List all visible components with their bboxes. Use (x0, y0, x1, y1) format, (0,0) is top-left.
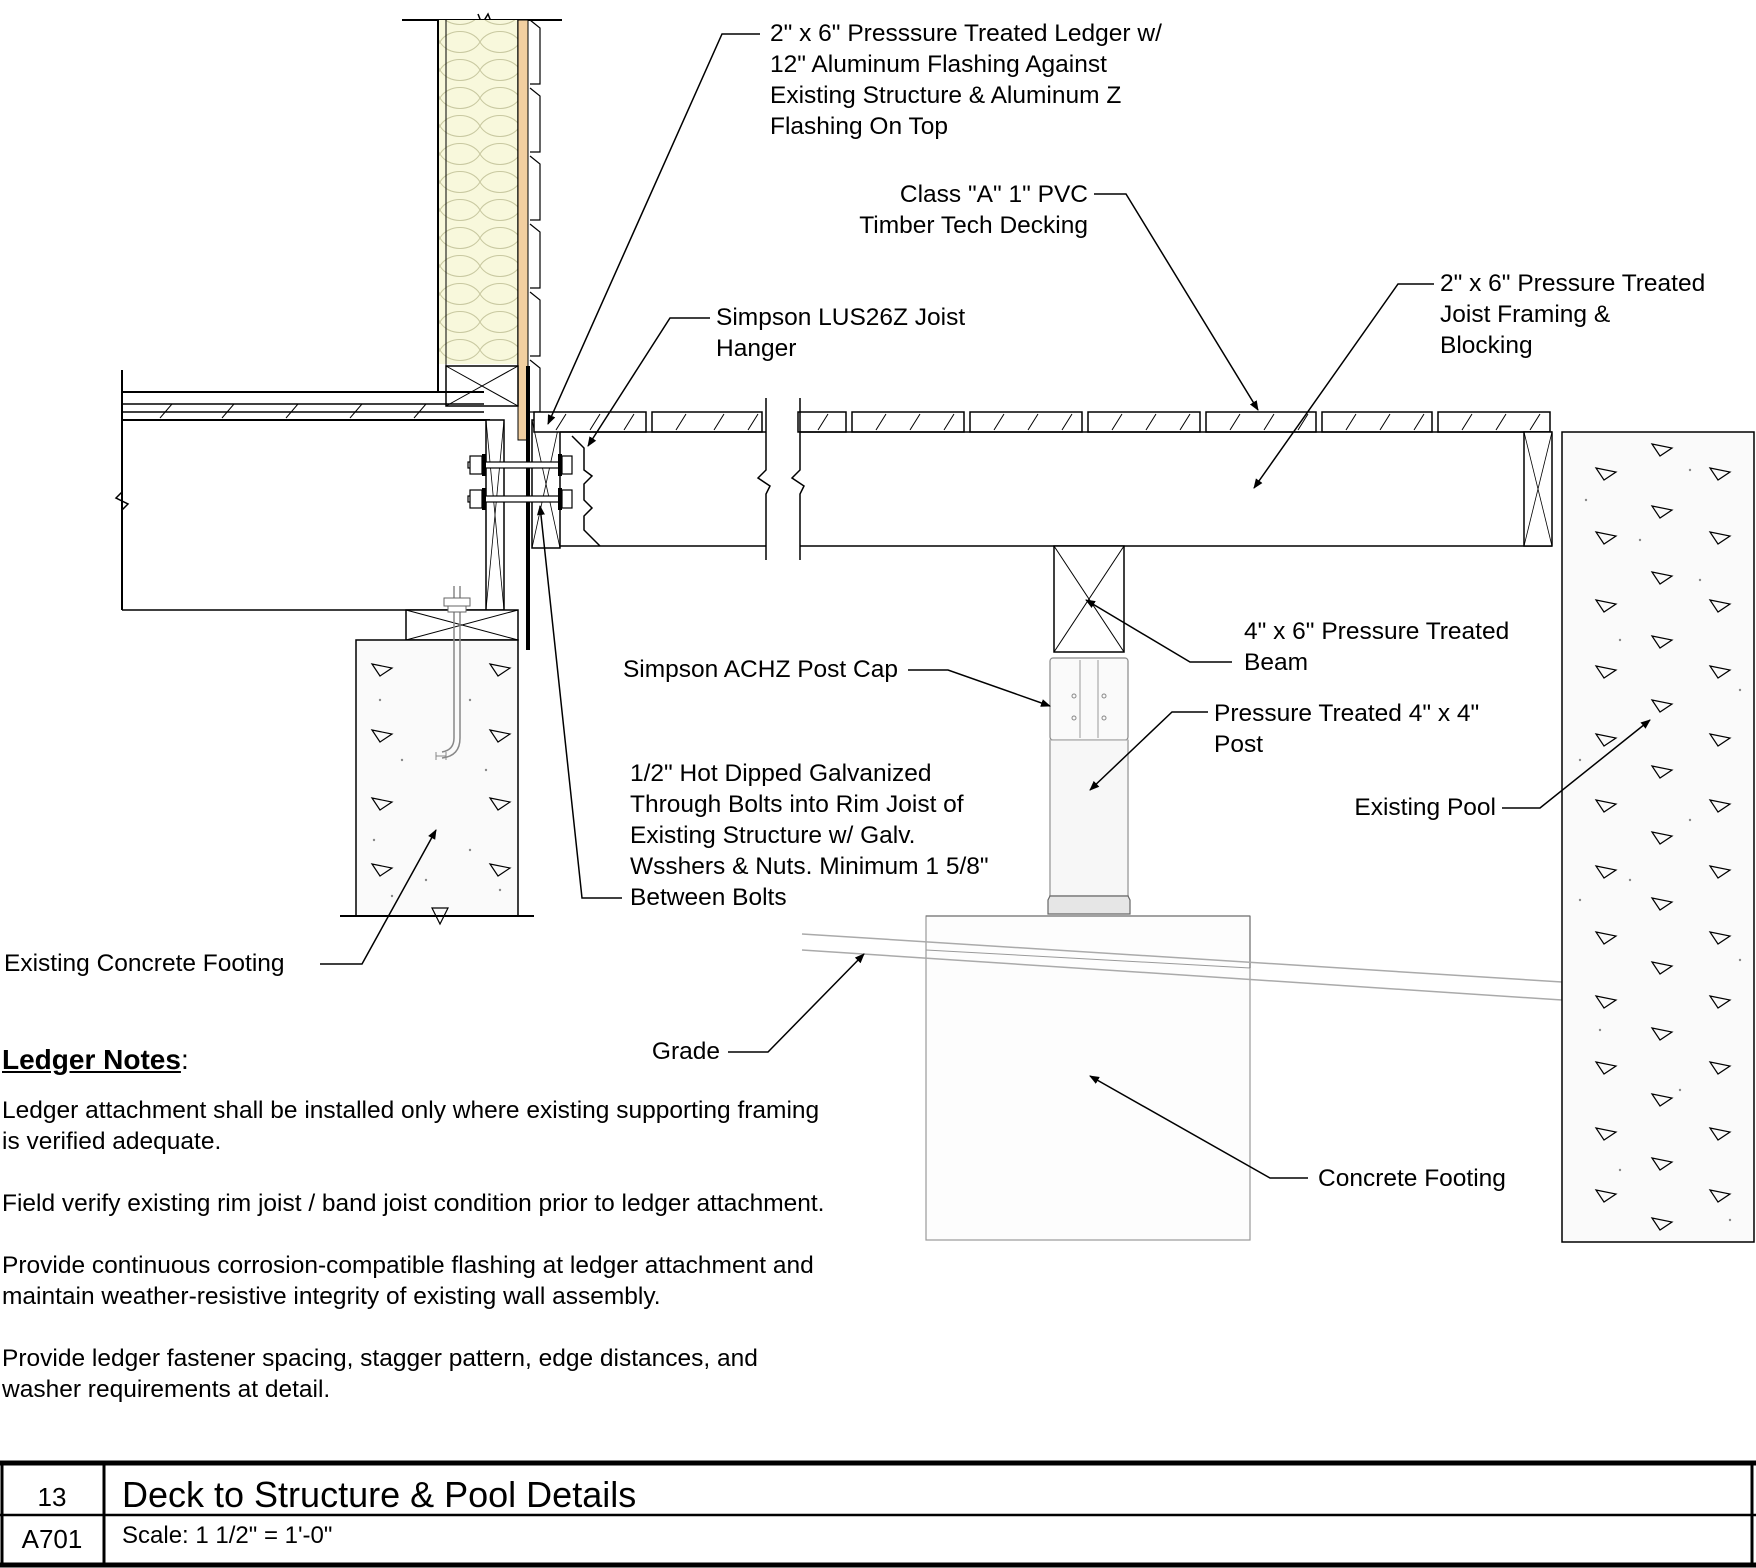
concrete-footing (925, 915, 1251, 1241)
leader-existing-footing (320, 829, 437, 965)
leader-existing-pool (1502, 719, 1651, 809)
through-bolts (467, 454, 573, 510)
leader-beam (1085, 599, 1232, 663)
leader-lines (320, 33, 1651, 1179)
post (1047, 739, 1131, 915)
leader-concrete-footing (1089, 1075, 1308, 1179)
deck-joist (560, 398, 1553, 560)
leader-grade (728, 953, 865, 1053)
existing-pool-wall (1561, 431, 1755, 1243)
label-concrete-footing: Concrete Footing (1318, 1165, 1506, 1192)
leader-decking (1094, 193, 1259, 411)
label-ledger: 2" x 6" Presssure Treated Ledger w/12" A… (770, 20, 1162, 140)
label-existing-footing: Existing Concrete Footing (4, 950, 285, 977)
label-post: Pressure Treated 4" x 4"Post (1214, 700, 1480, 758)
note-1: Ledger attachment shall be installed onl… (2, 1097, 820, 1155)
existing-footing (340, 586, 534, 926)
leader-joist-hanger (587, 317, 710, 447)
label-grade: Grade (651, 1038, 720, 1065)
decking-boards (533, 411, 1551, 433)
sheet-number: A701 (21, 1524, 83, 1554)
label-post-cap: Simpson ACHZ Post Cap (622, 656, 898, 683)
notes-heading: Ledger Notes: (2, 1044, 189, 1075)
note-2: Field verify existing rim joist / band j… (2, 1190, 825, 1217)
leader-ledger (547, 33, 760, 425)
leader-joist-framing (1253, 283, 1434, 489)
label-existing-pool: Existing Pool (1354, 794, 1496, 821)
title-block-frame (0, 1460, 1756, 1568)
detail-number: 13 (37, 1482, 67, 1512)
existing-wall (402, 12, 562, 441)
ledger-notes: Ledger Notes: Ledger attachment shall be… (2, 1044, 932, 1436)
title-block: 13 A701 Deck to Structure & Pool Details… (0, 1460, 1756, 1568)
detail-title: Deck to Structure & Pool Details (122, 1474, 637, 1515)
note-3: Provide continuous corrosion-compatible … (2, 1252, 814, 1310)
beam (1053, 545, 1125, 653)
leader-post (1089, 711, 1208, 791)
joist-hanger (571, 435, 601, 547)
post-cap (1049, 657, 1129, 741)
leader-post-cap (908, 669, 1051, 707)
note-4: Provide ledger fastener spacing, stagger… (2, 1345, 758, 1403)
detail-scale: Scale: 1 1/2" = 1'-0" (122, 1522, 333, 1549)
leader-bolts (536, 505, 622, 899)
